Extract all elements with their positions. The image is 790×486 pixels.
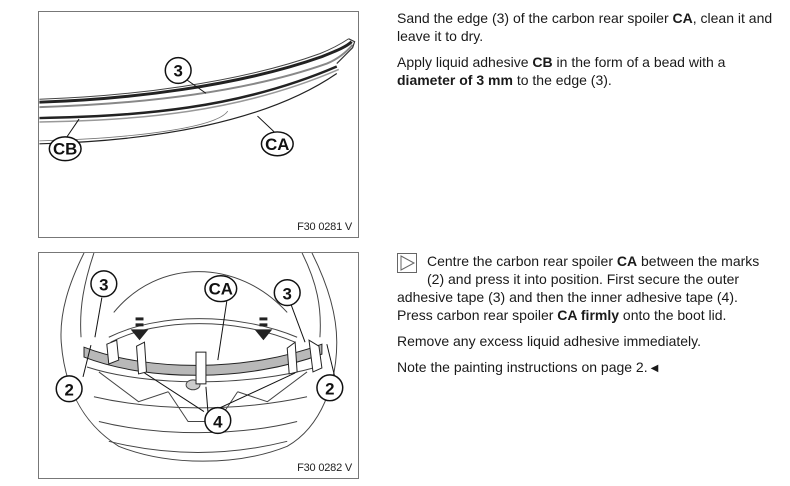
press-down-arrows (130, 317, 273, 341)
callout-part2-left: 2 (55, 375, 83, 403)
adhesive-tapes (106, 339, 323, 385)
instruction-centre-spoiler: Centre the carbon rear spoiler CA betwee… (397, 253, 760, 323)
callout-part4: 4 (204, 406, 232, 435)
figure-code: F30 0281 V (297, 221, 352, 233)
svg-text:2: 2 (64, 381, 73, 400)
callout-part2-right: 2 (316, 374, 344, 402)
figure-spoiler-edge: 3 CB CA F30 0281 V (38, 11, 359, 238)
instruction-sand-edge: Sand the edge (3) of the carbon rear spo… (397, 10, 773, 44)
svg-text:3: 3 (173, 61, 182, 80)
car-rear-illustration: 3 CA 3 2 2 4 (55, 253, 344, 462)
instruction-apply-adhesive: Apply liquid adhesive CB in the form of … (397, 54, 726, 88)
callout-ca: CA (260, 131, 294, 157)
callout-part3-left: 3 (90, 270, 118, 298)
spoiler-edge-illustration: 3 CB CA (39, 38, 356, 162)
instructions-sand-and-apply: Sand the edge (3) of the carbon rear spo… (397, 9, 777, 97)
callout-part3: 3 (164, 56, 192, 85)
svg-text:2: 2 (325, 380, 334, 399)
svg-text:3: 3 (283, 285, 292, 304)
figure-car-rear: 3 CA 3 2 2 4 F30 0282 V (38, 252, 359, 479)
svg-text:CA: CA (209, 280, 233, 299)
end-of-section-icon: ◀ (650, 363, 659, 374)
callout-part3-right: 3 (273, 279, 301, 307)
instruction-remove-excess: Remove any excess liquid adhesive immedi… (397, 333, 701, 349)
figure-code: F30 0282 V (297, 462, 352, 474)
instruction-painting-note: Note the painting instructions on page 2… (397, 358, 777, 378)
svg-text:4: 4 (213, 412, 223, 431)
instructions-position-spoiler: Centre the carbon rear spoiler CA betwee… (397, 252, 777, 386)
callout-cb: CB (48, 136, 82, 162)
triangle-right-icon (397, 253, 417, 273)
svg-text:CB: CB (53, 140, 77, 159)
svg-text:CA: CA (265, 135, 289, 154)
callout-ca: CA (204, 275, 238, 303)
leader-lines (82, 297, 336, 413)
svg-text:3: 3 (99, 276, 108, 295)
